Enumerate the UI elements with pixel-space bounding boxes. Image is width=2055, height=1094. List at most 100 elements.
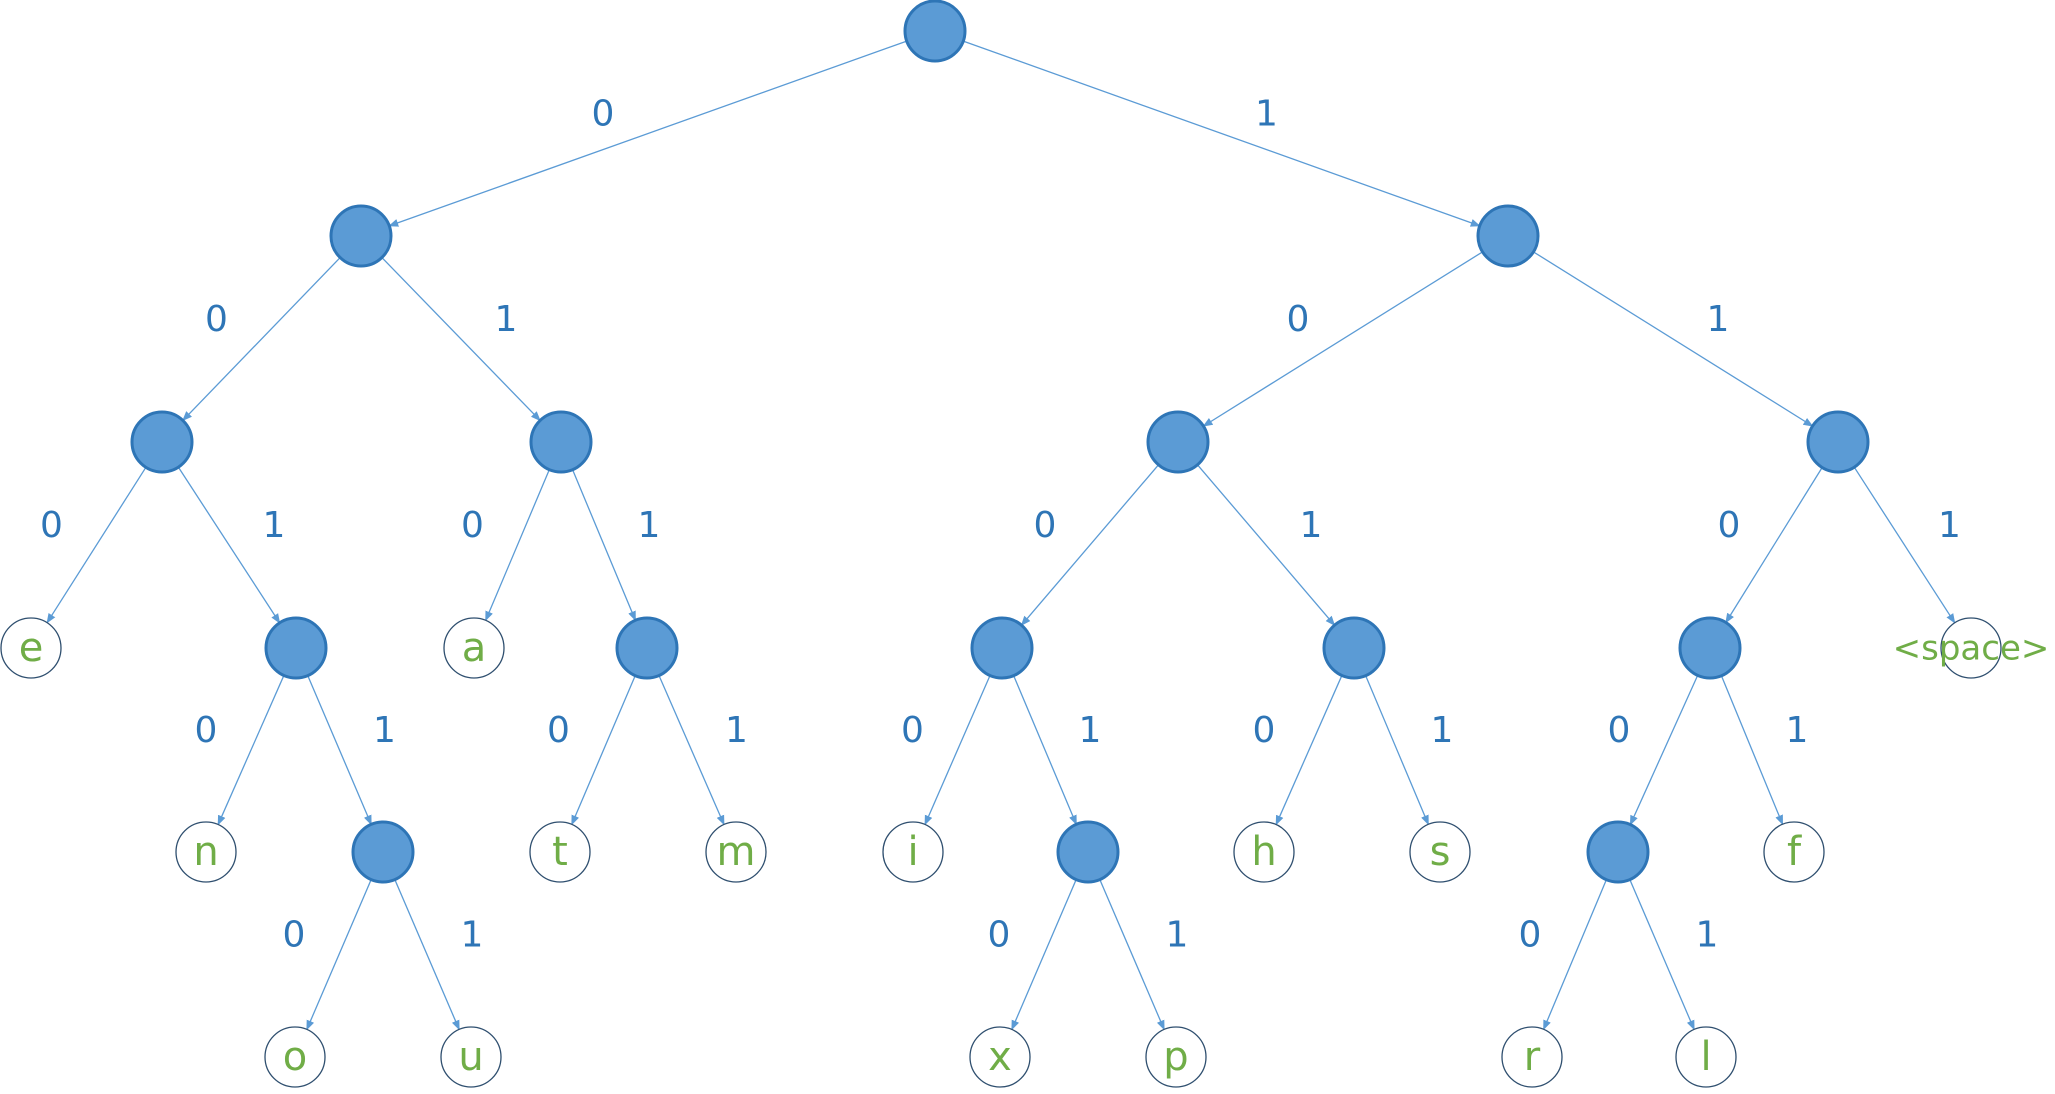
edge-label: 1 <box>1300 505 1323 546</box>
edge-n11-n110 <box>1725 467 1823 624</box>
edge-n1-n11 <box>1533 251 1814 427</box>
leaf-node: x <box>969 1026 1031 1088</box>
leaf-node: t <box>529 821 591 883</box>
internal-node <box>529 410 593 474</box>
internal-node <box>615 616 679 680</box>
internal-node-circle <box>1806 410 1870 474</box>
edge-n01-leaf-a <box>485 469 550 622</box>
edge-n110-n1100 <box>1629 675 1699 826</box>
internal-node <box>1056 820 1120 884</box>
internal-node <box>1476 204 1540 268</box>
internal-node <box>1678 616 1742 680</box>
leaf-symbol: n <box>193 829 218 875</box>
leaf-node: s <box>1409 821 1471 883</box>
internal-node <box>903 0 967 63</box>
leaf-node-circle <box>1940 617 2002 679</box>
leaf-node: u <box>440 1026 502 1088</box>
leaf-node: l <box>1675 1026 1737 1088</box>
leaf-symbol: u <box>458 1034 483 1080</box>
edge-label: 0 <box>1034 505 1057 546</box>
leaf-node: p <box>1145 1026 1207 1088</box>
edge-n100-n1001 <box>1013 675 1077 826</box>
edge-n1-n10 <box>1202 251 1483 427</box>
leaf-node-circle <box>0 617 62 679</box>
edge-label: 0 <box>1608 710 1631 751</box>
internal-node-circle <box>351 820 415 884</box>
leaf-node-circle <box>529 821 591 883</box>
edge-label: 1 <box>638 505 661 546</box>
edge-label: 0 <box>901 710 924 751</box>
edge-label: 0 <box>1287 299 1310 340</box>
edge-label: 0 <box>195 710 218 751</box>
edge-n11-leaf-space <box>1853 466 1956 624</box>
edge-label: 1 <box>1079 710 1102 751</box>
internal-node <box>970 616 1034 680</box>
leaf-node-circle <box>175 821 237 883</box>
leaf-node: m <box>705 821 767 883</box>
edge-label: 0 <box>461 505 484 546</box>
internal-node-circle <box>1586 820 1650 884</box>
internal-node-circle <box>970 616 1034 680</box>
leaf-node-circle <box>1409 821 1471 883</box>
leaf-symbol: m <box>717 829 756 875</box>
edge-label: 1 <box>1166 915 1189 956</box>
leaf-node-circle <box>1233 821 1295 883</box>
leaf-node: f <box>1763 821 1825 883</box>
edge-n1100-leaf-r <box>1543 879 1607 1031</box>
internal-node <box>1806 410 1870 474</box>
leaf-node-circle <box>443 617 505 679</box>
edge-n1001-leaf-p <box>1099 879 1165 1031</box>
leaf-node-circle <box>264 1026 326 1088</box>
leaf-symbol: r <box>1524 1034 1541 1080</box>
internal-node-circle <box>529 410 593 474</box>
internal-node-circle <box>264 616 328 680</box>
edge-label: 1 <box>373 710 396 751</box>
edge-n00-leaf-e <box>46 466 147 624</box>
internal-node-circle <box>615 616 679 680</box>
edge-n001-leaf-n <box>217 675 285 826</box>
edges-layer <box>46 40 1956 1031</box>
edge-n110-leaf-f <box>1720 675 1784 826</box>
internal-node <box>264 616 328 680</box>
edge-label: 0 <box>547 710 570 751</box>
edge-n0011-leaf-u <box>394 879 460 1031</box>
leaf-node-circle <box>1501 1026 1563 1088</box>
edge-n100-leaf-i <box>924 675 991 826</box>
internal-node <box>351 820 415 884</box>
edge-label: 0 <box>205 299 228 340</box>
internal-node-circle <box>903 0 967 63</box>
leaf-symbol: p <box>1163 1034 1188 1080</box>
edge-n01-n011 <box>571 469 637 622</box>
edge-n011-leaf-m <box>658 675 725 826</box>
edge-root-n1 <box>963 40 1481 227</box>
leaf-symbol: <space> <box>1893 629 2050 669</box>
edge-label: 1 <box>725 710 748 751</box>
edge-n00-n001 <box>177 466 281 624</box>
leaf-symbol: e <box>19 625 44 671</box>
edge-n001-n0011 <box>307 675 372 826</box>
leaf-node: r <box>1501 1026 1563 1088</box>
internal-node <box>1586 820 1650 884</box>
leaf-node: <space> <box>1893 617 2050 679</box>
edge-label: 1 <box>1938 505 1961 546</box>
internal-node-circle <box>1146 410 1210 474</box>
leaf-node: n <box>175 821 237 883</box>
edge-n10-n100 <box>1020 464 1160 626</box>
edge-label: 0 <box>283 915 306 956</box>
leaf-symbol: i <box>907 829 918 875</box>
internal-node-circle <box>1476 204 1540 268</box>
edge-label: 1 <box>1431 710 1454 751</box>
edge-label: 0 <box>1519 915 1542 956</box>
leaf-node: i <box>882 821 944 883</box>
leaf-node-circle <box>1763 821 1825 883</box>
edge-label: 1 <box>1696 915 1719 956</box>
edge-label: 0 <box>40 505 63 546</box>
leaf-node: h <box>1233 821 1295 883</box>
edge-label: 1 <box>495 299 518 340</box>
edge-label: 0 <box>988 915 1011 956</box>
edge-label: 0 <box>1253 710 1276 751</box>
edge-root-n0 <box>388 40 907 227</box>
internal-node-circle <box>1678 616 1742 680</box>
internal-node <box>329 204 393 268</box>
